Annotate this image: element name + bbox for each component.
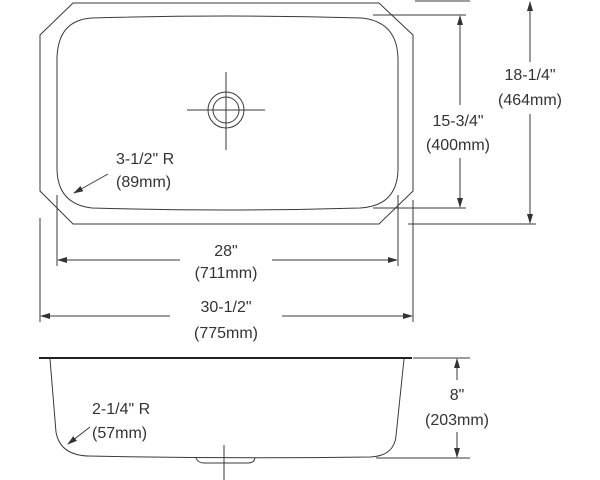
drain-icon [187,72,265,150]
bowl-length-dimension: 15-3/4" (400mm) [426,15,490,208]
depth-imperial: 8" [450,387,465,404]
overall-width-dimension: 30-1/2" (775mm) [40,299,413,342]
bowl-length-imperial: 15-3/4" [432,113,483,130]
bowl-width-imperial: 28" [214,243,237,260]
overall-length-imperial: 18-1/4" [504,67,555,84]
depth-metric: (203mm) [425,412,489,429]
bottom-radius-metric: (57mm) [92,425,147,442]
overall-length-metric: (464mm) [498,92,562,109]
top-view: 3-1/2" R (89mm) 15-3/4" (400mm) 18-1/4" … [39,0,562,342]
bowl-outline [56,15,399,211]
bottom-radius-arrow [67,426,91,445]
bowl-width-metric: (711mm) [195,265,258,282]
bowl-length-metric: (400mm) [426,137,490,154]
corner-radius-metric: (89mm) [116,174,171,191]
depth-dimension: 8" (203mm) [425,358,489,458]
bowl-width-dimension: 28" (711mm) [57,243,398,282]
overall-length-dimension: 18-1/4" (464mm) [498,1,562,224]
side-view: 2-1/4" R (57mm) 8" (203mm) [39,357,489,480]
bowl-profile [49,358,405,459]
overall-width-metric: (775mm) [194,325,258,342]
bottom-radius-imperial: 2-1/4" R [92,401,150,418]
drain-outlet [195,457,256,464]
sink-outer-rim [39,2,414,225]
corner-radius-arrow [73,173,109,194]
overall-width-imperial: 30-1/2" [200,299,251,316]
corner-radius-imperial: 3-1/2" R [116,151,174,168]
